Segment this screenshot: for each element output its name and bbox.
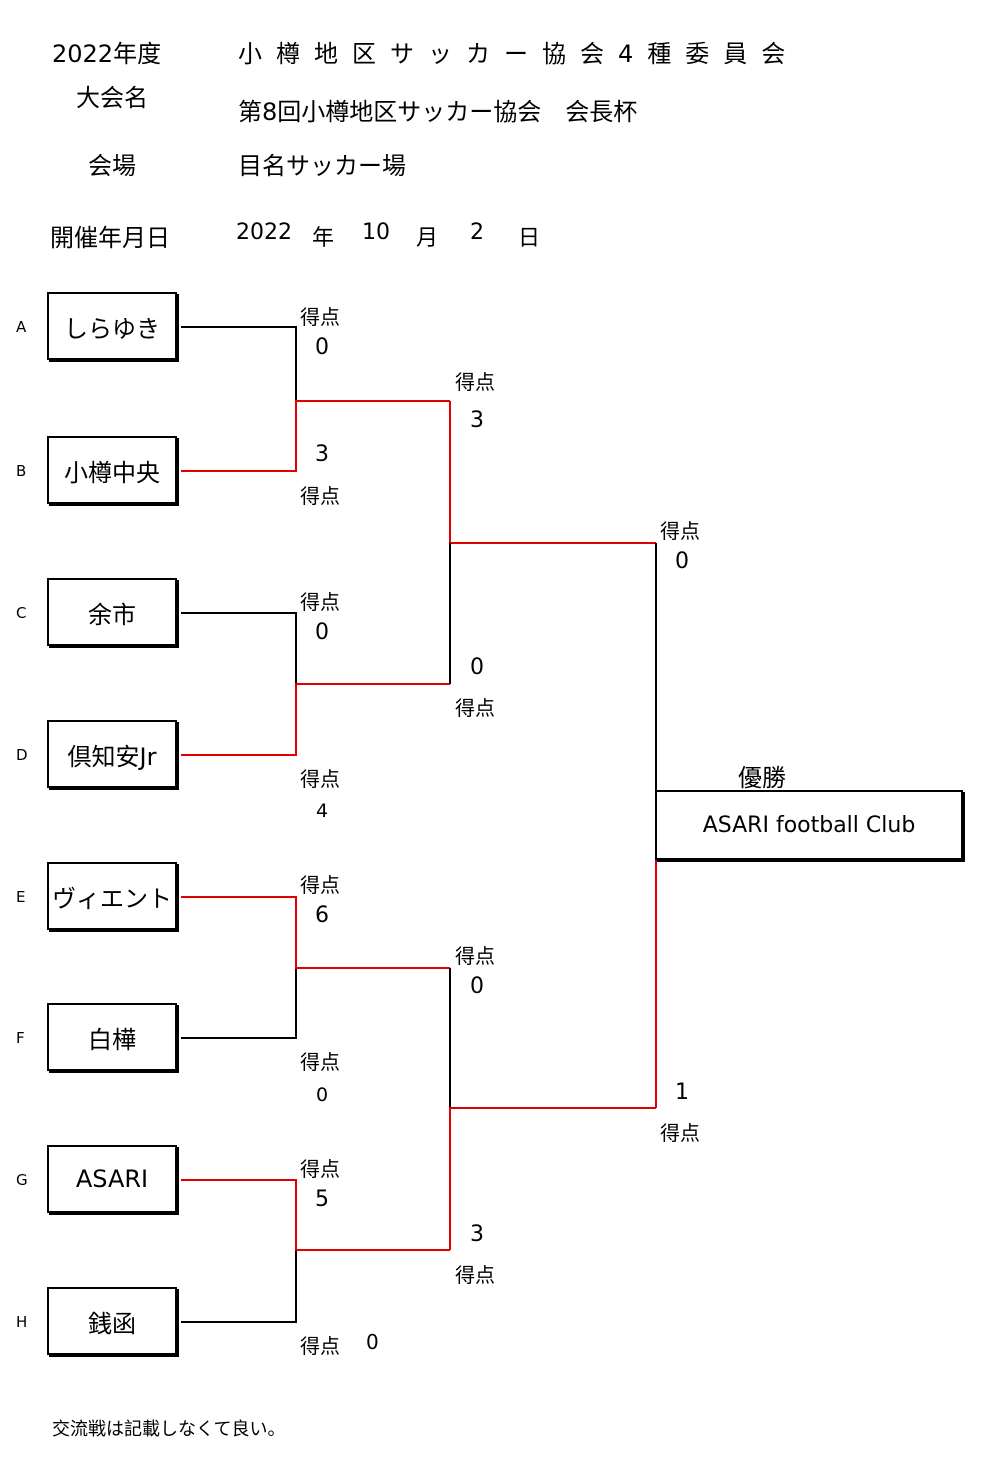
score-label-f: 得点 (300, 1050, 340, 1074)
bracket-line-h (181, 1250, 297, 1323)
team-box-g: ASARI (47, 1145, 177, 1213)
team-box-a: しらゆき (47, 292, 177, 360)
semi-score-2: 0 (470, 655, 484, 680)
venue-name: 目名サッカー場 (238, 152, 406, 180)
semi-score-4: 3 (470, 1222, 484, 1247)
semi-score-label-3: 得点 (455, 944, 495, 968)
team-box-c: 余市 (47, 578, 177, 646)
date-day: 2 (470, 220, 484, 245)
team-box-d: 倶知安Jr (47, 720, 177, 788)
date-month: 10 (362, 220, 390, 245)
date-label: 開催年月日 (50, 224, 170, 252)
bracket-line-g (181, 1179, 450, 1251)
date-year-unit: 年 (312, 226, 335, 251)
score-g: 5 (315, 1187, 329, 1212)
slot-letter-c: C (16, 604, 27, 622)
date-year: 2022 (236, 220, 292, 245)
champion-label: 優勝 (738, 764, 786, 792)
slot-letter-f: F (16, 1029, 25, 1047)
score-label-g: 得点 (300, 1157, 340, 1181)
semi-score-1: 3 (470, 408, 484, 433)
team-box-b: 小樽中央 (47, 436, 177, 504)
slot-letter-a: A (16, 318, 27, 336)
semi-score-label-1: 得点 (455, 370, 495, 394)
organization-name: 小樽地区サッカー協会4種委員会 (238, 40, 800, 68)
score-label-a: 得点 (300, 305, 340, 329)
semi-line-bottom-winner (449, 1107, 656, 1250)
team-box-f: 白樺 (47, 1003, 177, 1071)
champion-box: ASARI football Club (655, 790, 963, 860)
team-box-e: ヴィエント (47, 862, 177, 930)
bracket-line-e (181, 896, 450, 969)
bracket-line-f (181, 968, 297, 1039)
date-day-unit: 日 (518, 226, 541, 251)
score-label-c: 得点 (300, 590, 340, 614)
date-month-unit: 月 (416, 226, 439, 251)
score-label-d: 得点 (300, 767, 340, 791)
score-label-e: 得点 (300, 873, 340, 897)
team-box-h: 銭函 (47, 1287, 177, 1355)
slot-letter-b: B (16, 462, 27, 480)
score-d: 4 (316, 800, 329, 822)
score-label-b: 得点 (300, 484, 340, 508)
slot-letter-e: E (16, 888, 26, 906)
score-label-h: 得点 (300, 1334, 340, 1358)
slot-letter-g: G (16, 1171, 28, 1189)
score-e: 6 (315, 903, 329, 928)
final-score-1: 0 (675, 549, 689, 574)
bracket-line-b (181, 400, 450, 472)
event-name: 第8回小樽地区サッカー協会 会長杯 (238, 98, 638, 126)
score-a: 0 (315, 335, 329, 360)
semi-score-label-2: 得点 (455, 696, 495, 720)
slot-letter-d: D (16, 746, 28, 764)
bracket-line-c (181, 612, 297, 684)
bracket-line-d (181, 683, 450, 756)
score-c: 0 (315, 620, 329, 645)
semi-score-3: 0 (470, 974, 484, 999)
bracket-line-a (181, 326, 297, 401)
semi-score-label-4: 得点 (455, 1263, 495, 1287)
final-score-label-2: 得点 (660, 1121, 700, 1145)
final-score-2: 1 (675, 1080, 689, 1105)
year-label: 2022年度 (52, 40, 162, 68)
score-b: 3 (315, 442, 329, 467)
slot-letter-h: H (16, 1313, 28, 1331)
score-f: 0 (316, 1084, 329, 1106)
score-h: 0 (366, 1330, 379, 1354)
venue-label: 会場 (88, 152, 136, 180)
final-score-label-1: 得点 (660, 519, 700, 543)
footnote: 交流戦は記載しなくて良い。 (52, 1419, 286, 1440)
event-label: 大会名 (76, 84, 148, 112)
